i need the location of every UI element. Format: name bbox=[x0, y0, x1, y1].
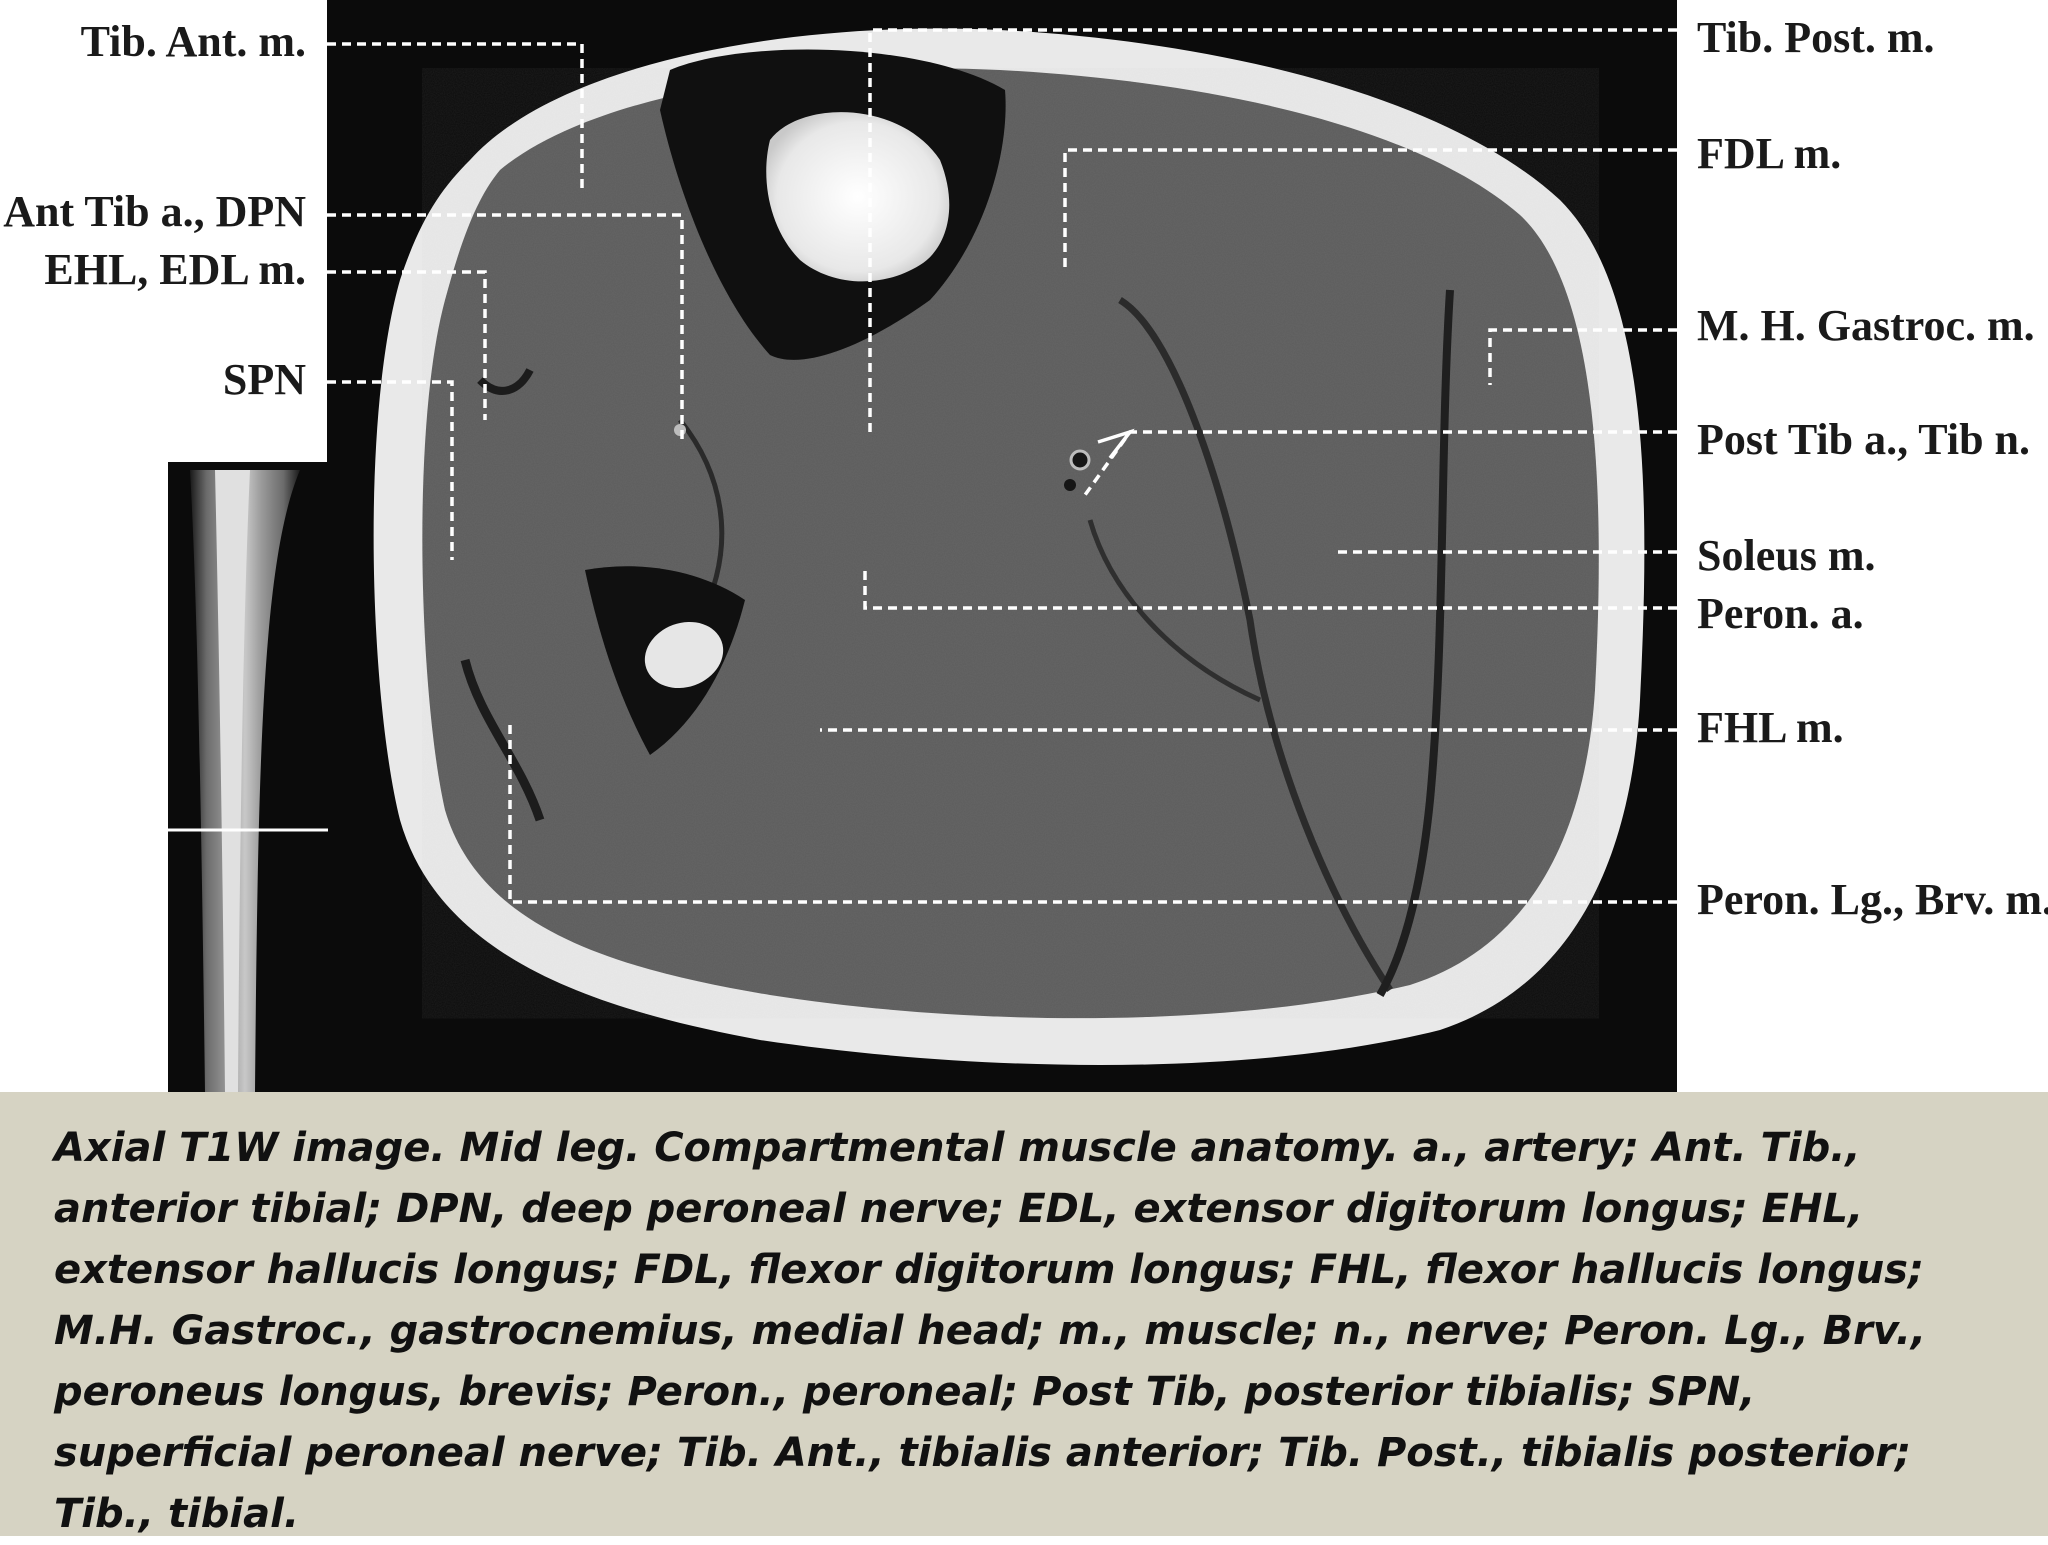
label-peron-lg: Peron. Lg., Brv. m. bbox=[1697, 875, 2048, 924]
label-ehl-edl: EHL, EDL m. bbox=[44, 245, 306, 294]
scout-tibia bbox=[215, 470, 250, 1092]
caption-panel bbox=[0, 1092, 2048, 1536]
fascia-posterior bbox=[1376, 289, 1454, 997]
arrowhead-post-tib bbox=[1097, 428, 1135, 460]
label-soleus: Soleus m. bbox=[1697, 531, 1876, 580]
leader-lines-left bbox=[327, 42, 684, 560]
leader-peron-a bbox=[863, 565, 1677, 610]
muscle-texture bbox=[422, 68, 1599, 1019]
posterior-tibial-vessel-2 bbox=[1064, 479, 1076, 491]
fascia-soleus-gastroc bbox=[1118, 297, 1393, 992]
fascia-deep-posterior bbox=[1087, 519, 1262, 703]
label-post-tib-a: Post Tib a., Tib n. bbox=[1697, 415, 2031, 464]
label-tib-post: Tib. Post. m. bbox=[1697, 13, 1935, 62]
leader-ehl-edl bbox=[327, 270, 487, 420]
figure-caption: Axial T1W image. Mid leg. Compartmental … bbox=[54, 1125, 1927, 1537]
label-fdl: FDL m. bbox=[1697, 129, 1842, 178]
leader-tib-ant bbox=[327, 42, 584, 190]
leader-spn bbox=[327, 380, 454, 560]
label-peron-a: Peron. a. bbox=[1697, 589, 1864, 638]
fascia-lateral bbox=[460, 658, 545, 822]
leader-fdl bbox=[1063, 148, 1677, 270]
label-tib-ant: Tib. Ant. m. bbox=[80, 17, 306, 66]
scout-leg-silhouette bbox=[190, 470, 300, 1092]
posterior-tibial-vessel bbox=[1069, 449, 1091, 471]
anterior-tibial-vessel bbox=[674, 424, 686, 436]
label-spn: SPN bbox=[222, 355, 306, 404]
label-fhl: FHL m. bbox=[1697, 703, 1844, 752]
label-ant-tib-a: Ant Tib a., DPN bbox=[3, 187, 306, 236]
leader-mh-gastroc bbox=[1488, 328, 1677, 385]
tibia-marrow bbox=[766, 112, 950, 282]
label-mh-gastroc: M. H. Gastroc. m. bbox=[1697, 301, 2035, 350]
fibula-marrow bbox=[644, 621, 724, 689]
